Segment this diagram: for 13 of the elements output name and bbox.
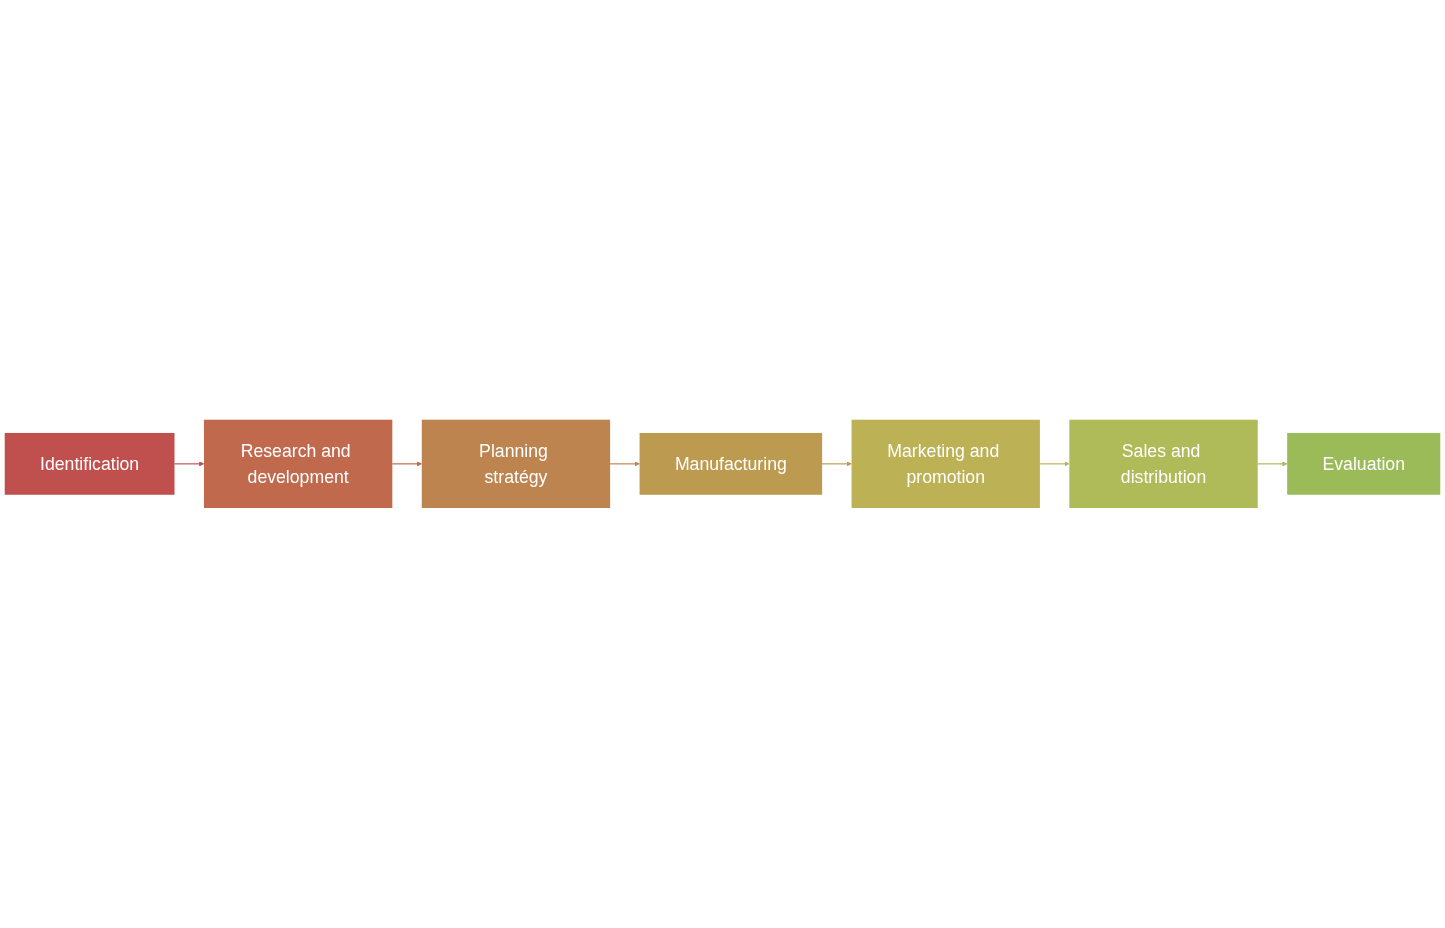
node-box: Manufacturing bbox=[639, 433, 823, 495]
arrow bbox=[1039, 461, 1070, 467]
arrow bbox=[609, 461, 640, 467]
node-box: Identification bbox=[4, 433, 175, 495]
arrow bbox=[173, 461, 205, 467]
node-box: Planning stratégy bbox=[421, 419, 611, 509]
arrow bbox=[391, 461, 422, 467]
node-box: Research and development bbox=[203, 419, 393, 509]
arrow bbox=[1257, 461, 1288, 467]
node-box: Marketing and promotion bbox=[851, 419, 1040, 509]
node-box: Evaluation bbox=[1287, 433, 1441, 495]
arrow bbox=[821, 461, 852, 467]
node-box: Sales and distribution bbox=[1069, 419, 1258, 509]
